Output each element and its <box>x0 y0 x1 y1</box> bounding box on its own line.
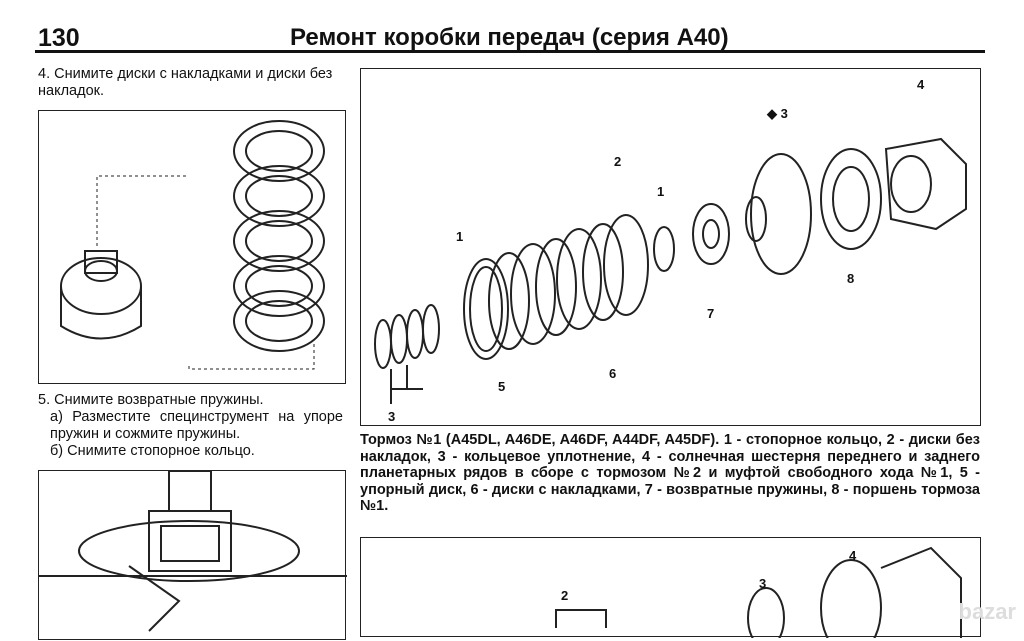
label-2: 2 <box>614 154 622 169</box>
spring-compressor-illustration <box>39 471 347 632</box>
step-5b: б) Снимите стопорное кольцо. <box>50 443 255 459</box>
label-1: 1 <box>456 229 464 244</box>
page-number: 130 <box>38 24 80 52</box>
label-8: 8 <box>847 271 855 286</box>
label-6: 6 <box>609 366 617 381</box>
disks-illustration <box>60 120 325 370</box>
figure-spring-compressor <box>38 470 347 640</box>
brake-exploded-illustration <box>374 137 967 404</box>
step-5-title: 5. Снимите возвратные пружины. <box>38 392 264 408</box>
label-1-snap-ring: 1 <box>657 184 665 199</box>
figure-caption: Тормоз №1 (A45DL, A46DE, A46DF, A44DF, A… <box>360 432 980 514</box>
label-5: 5 <box>498 379 506 394</box>
header-rule <box>35 50 985 53</box>
step-4-text: 4. Снимите диски с накладками и диски бе… <box>38 66 333 99</box>
figure-bottom-diagram: 2 3 4 <box>360 537 981 638</box>
page-title: Ремонт коробки передач (серия A40) <box>290 24 729 51</box>
label-2: 2 <box>561 588 569 603</box>
label-3: 3 <box>759 576 767 591</box>
figure-brake-1-exploded: 1 2 ◆ 3 4 1 5 6 7 8 3 <box>360 68 981 426</box>
bottom-diagram-illustration <box>555 546 962 638</box>
label-4: 4 <box>917 77 925 92</box>
watermark: bazar <box>958 599 1016 624</box>
step-5a: а) Разместите специнструмент на упоре пр… <box>50 409 343 442</box>
label-7: 7 <box>707 306 715 321</box>
label-3: 3 <box>388 409 396 424</box>
figure-disks-removal <box>38 110 346 384</box>
label-4: 4 <box>849 548 857 563</box>
step-5-text: 5. Снимите возвратные пружины. а) Размес… <box>38 392 343 460</box>
label-3-seal: ◆ 3 <box>767 106 788 121</box>
